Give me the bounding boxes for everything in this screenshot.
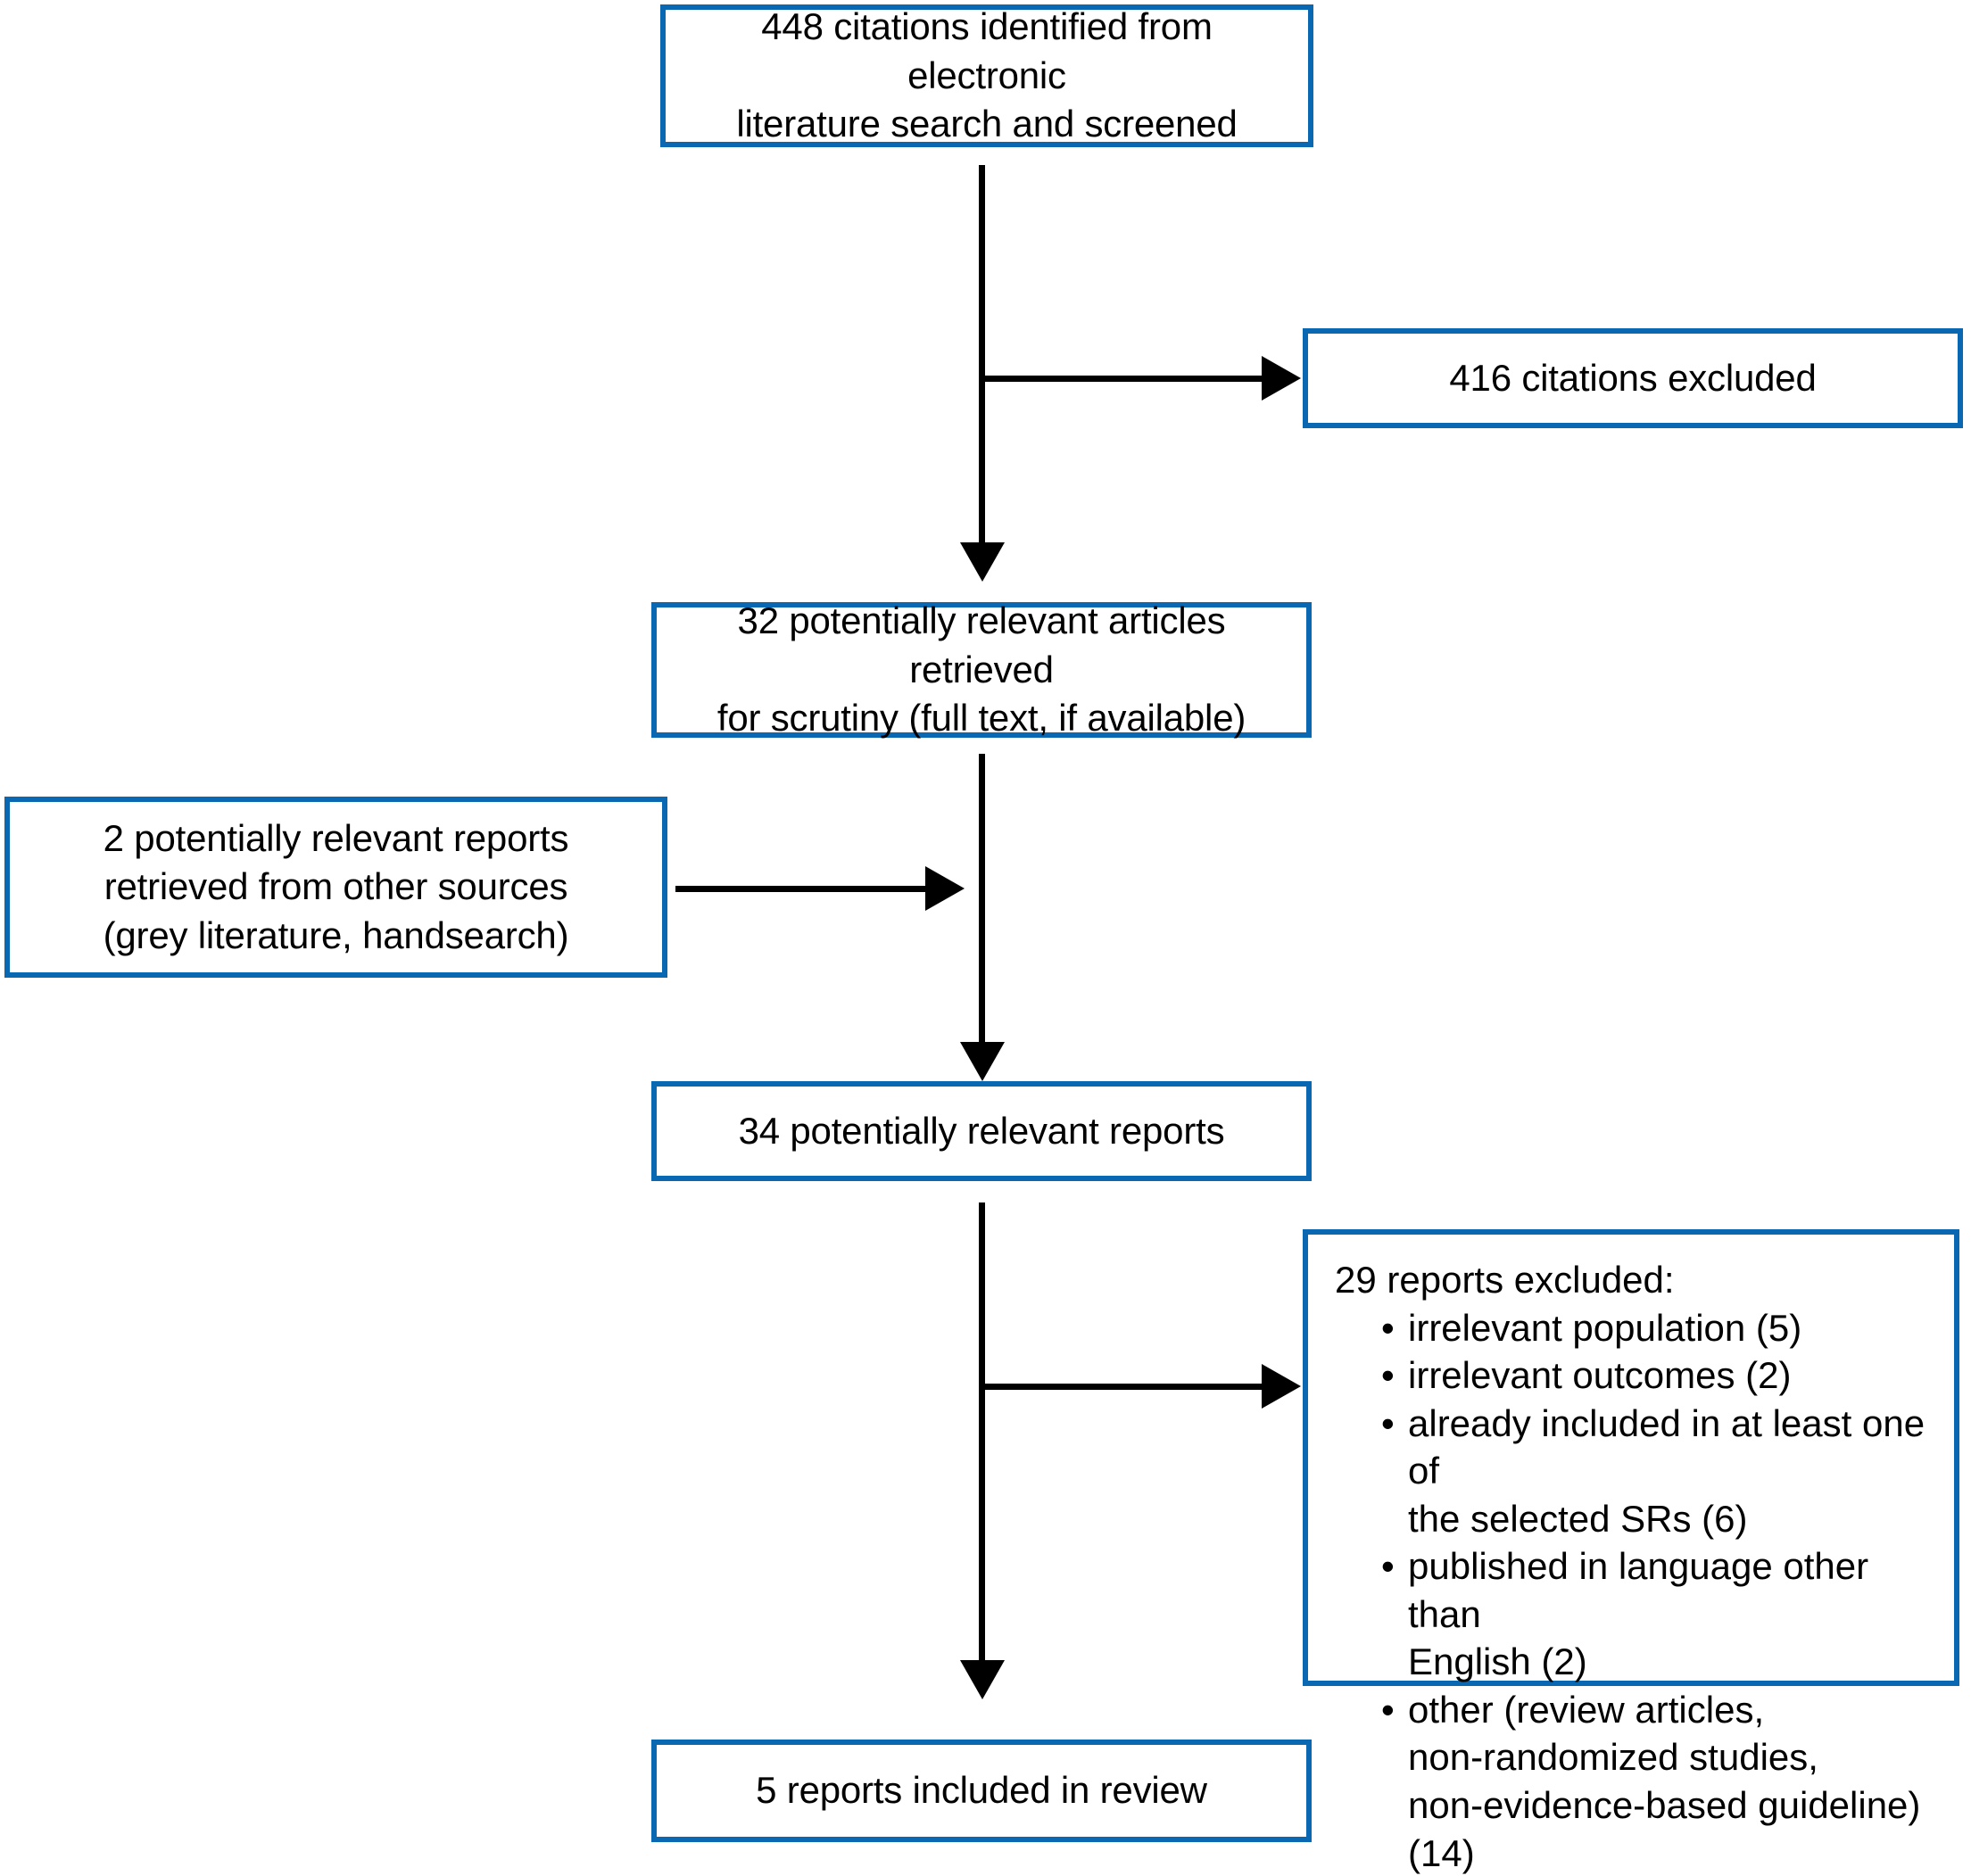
connector-relevant-to-included [979,1202,985,1664]
connector-other-sources-to-spine [675,886,930,892]
node-citations-excluded-label: 416 citations excluded [1449,356,1817,399]
arrowhead-citations-excluded [1262,356,1301,401]
reports-excluded-reason: irrelevant outcomes (2) [1381,1351,1938,1400]
node-articles-retrieved-label: 32 potentially relevant articles retriev… [716,599,1246,740]
node-citations-excluded: 416 citations excluded [1303,328,1963,428]
connector-identified-to-citations-excluded [979,376,1269,382]
node-citations-identified: 448 citations identified from electronic… [660,4,1313,147]
arrowhead-retrieved-to-relevant [960,1042,1005,1081]
arrowhead-relevant-to-included [960,1660,1005,1699]
node-citations-identified-label: 448 citations identified from electronic… [736,5,1238,145]
node-other-sources: 2 potentially relevant reports retrieved… [4,797,667,978]
reports-excluded-reason: irrelevant population (5) [1381,1304,1938,1352]
reports-excluded-reason: published in language other than English… [1381,1542,1938,1686]
node-relevant-reports-label: 34 potentially relevant reports [738,1109,1225,1152]
connector-retrieved-to-relevant [979,754,985,1044]
reports-excluded-reason: other (review articles, non-randomized s… [1381,1686,1938,1876]
node-reports-included: 5 reports included in review [651,1740,1312,1842]
arrowhead-reports-excluded [1262,1364,1301,1409]
connector-identified-to-retrieved [979,165,985,544]
node-other-sources-label: 2 potentially relevant reports retrieved… [103,816,569,956]
connector-relevant-to-reports-excluded [979,1384,1269,1390]
arrowhead-other-sources [925,866,965,911]
arrowhead-identified-to-retrieved [960,542,1005,582]
reports-excluded-reason: already included in at least one of the … [1381,1400,1938,1543]
node-articles-retrieved: 32 potentially relevant articles retriev… [651,599,1312,739]
reports-excluded-reason-list: irrelevant population (5)irrelevant outc… [1335,1304,1938,1876]
reports-excluded-heading: 29 reports excluded: [1335,1259,1675,1301]
node-reports-included-label: 5 reports included in review [756,1769,1207,1812]
node-reports-excluded: 29 reports excluded: irrelevant populati… [1303,1229,1959,1874]
node-relevant-reports: 34 potentially relevant reports [651,1081,1312,1181]
reports-excluded-content: 29 reports excluded: irrelevant populati… [1308,1235,1954,1876]
